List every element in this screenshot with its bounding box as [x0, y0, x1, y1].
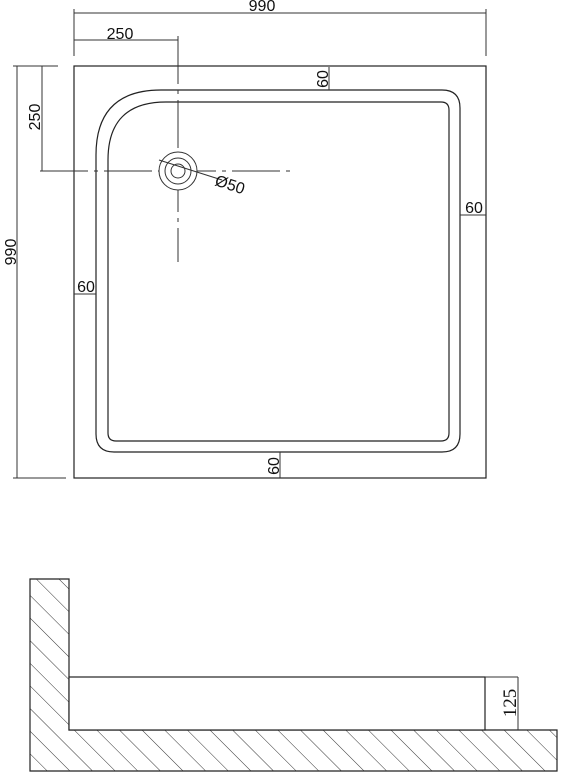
tray-height-label: 125 — [500, 689, 521, 718]
rim-right-label: 60 — [465, 200, 483, 217]
basin-edge — [107, 101, 450, 442]
drain-offset-y-label: 250 — [27, 104, 44, 131]
rim-bottom-label: 60 — [266, 457, 283, 475]
drain-centerlines — [40, 36, 290, 262]
overall-width-label: 990 — [249, 0, 276, 15]
rim-outer-edge — [95, 89, 461, 453]
plan-view: 990 250 990 250 — [3, 0, 487, 479]
drain-offset-x-label: 250 — [107, 26, 134, 43]
tray-profile — [68, 676, 486, 731]
overall-height-label: 990 — [3, 239, 20, 266]
tray-height-dimension — [485, 676, 519, 730]
drain-icon — [158, 151, 198, 191]
rim-top-label: 60 — [315, 70, 332, 88]
rim-left-label: 60 — [77, 279, 95, 296]
wall-and-floor-section — [29, 578, 558, 772]
drain-diameter-leader — [158, 159, 223, 181]
overall-height-dimension — [13, 65, 66, 479]
overall-width-dimension — [73, 9, 487, 56]
section-view: 125 — [29, 578, 558, 772]
tray-outline — [73, 65, 487, 479]
